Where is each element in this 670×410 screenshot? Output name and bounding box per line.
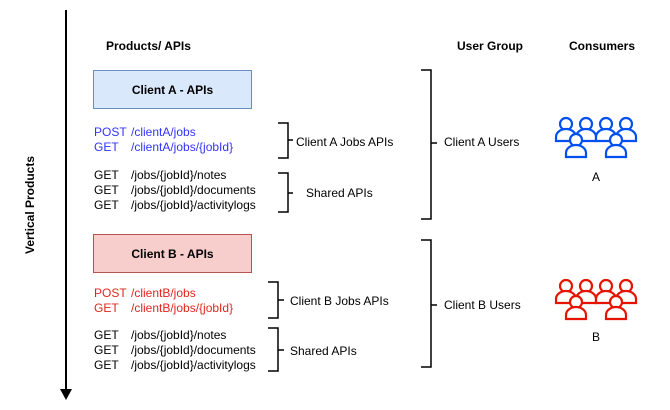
products-apis-header: Products/ APIs — [106, 39, 191, 53]
client-a-shared-api-notes: GET/jobs/{jobId}/notes — [94, 168, 226, 183]
client-a-api-get: GET/clientA/jobs/{jobId} — [94, 140, 233, 155]
client-a-apis-box: Client A - APIs — [93, 70, 252, 109]
bracket-client-b-shared — [268, 327, 284, 372]
client-a-shared-apis-label: Shared APIs — [306, 186, 373, 200]
client-b-users-label: Client B Users — [444, 298, 521, 312]
api-method: GET — [94, 301, 119, 315]
vertical-products-label: Vertical Products — [23, 155, 37, 255]
client-b-shared-api-notes: GET/jobs/{jobId}/notes — [94, 328, 226, 343]
bracket-client-b-jobs — [268, 281, 284, 319]
api-path: /clientA/jobs/{jobId} — [131, 140, 234, 154]
client-b-api-post: POST/clientB/jobs — [94, 286, 196, 301]
client-b-users-icon — [554, 278, 638, 321]
consumers-header: Consumers — [569, 39, 636, 53]
api-method: GET — [94, 168, 119, 182]
client-a-jobs-apis-label: Client A Jobs APIs — [296, 135, 394, 149]
client-a-shared-api-activitylogs: GET/jobs/{jobId}/activitylogs — [94, 198, 256, 213]
client-a-api-post: POST/clientA/jobs — [94, 125, 196, 140]
user-group-header: User Group — [457, 39, 524, 53]
bracket-client-a-users — [421, 69, 437, 220]
api-path: /jobs/{jobId}/notes — [131, 328, 227, 342]
api-method: GET — [94, 358, 119, 372]
consumer-a-label: A — [592, 170, 601, 184]
consumer-b-label: B — [592, 330, 601, 344]
api-path: /jobs/{jobId}/notes — [131, 168, 227, 182]
api-path: /clientB/jobs — [131, 286, 196, 300]
client-b-apis-box-label: Client B - APIs — [131, 246, 214, 261]
client-b-shared-api-documents: GET/jobs/{jobId}/documents — [94, 343, 256, 358]
api-path: /jobs/{jobId}/activitylogs — [131, 358, 256, 372]
api-path: /clientB/jobs/{jobId} — [131, 301, 234, 315]
api-path: /jobs/{jobId}/activitylogs — [131, 198, 256, 212]
client-b-api-get: GET/clientB/jobs/{jobId} — [94, 301, 233, 316]
api-method: POST — [94, 286, 127, 300]
client-b-jobs-apis-label: Client B Jobs APIs — [290, 294, 389, 308]
api-path: /jobs/{jobId}/documents — [131, 183, 256, 197]
api-path: /jobs/{jobId}/documents — [131, 343, 256, 357]
client-b-shared-api-activitylogs: GET/jobs/{jobId}/activitylogs — [94, 358, 256, 373]
api-method: GET — [94, 343, 119, 357]
bracket-client-a-shared — [278, 172, 293, 213]
api-method: GET — [94, 328, 119, 342]
api-method: GET — [94, 198, 119, 212]
client-a-apis-box-label: Client A - APIs — [131, 82, 214, 97]
client-a-shared-api-documents: GET/jobs/{jobId}/documents — [94, 183, 256, 198]
client-b-apis-box: Client B - APIs — [93, 234, 252, 273]
client-b-shared-apis-label: Shared APIs — [290, 344, 357, 358]
bracket-client-a-jobs — [278, 122, 293, 159]
client-a-users-label: Client A Users — [444, 135, 520, 149]
api-path: /clientA/jobs — [131, 125, 196, 139]
bracket-client-b-users — [421, 239, 437, 368]
api-method: GET — [94, 183, 119, 197]
api-method: POST — [94, 125, 127, 139]
api-method: GET — [94, 140, 119, 154]
vertical-axis-arrowhead — [60, 389, 72, 400]
client-a-users-icon — [554, 116, 638, 159]
